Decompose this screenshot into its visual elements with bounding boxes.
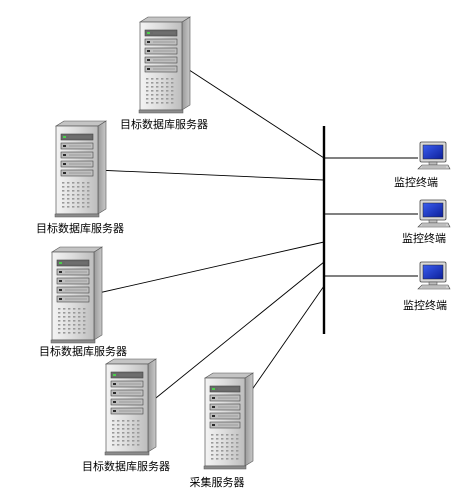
server-node-db1: 目标数据库服务器 <box>120 16 208 131</box>
link-db1 <box>179 63 325 159</box>
server-icon <box>104 358 158 456</box>
monitor-terminal-icon <box>417 261 451 290</box>
link-collector <box>241 285 325 405</box>
link-db4 <box>145 261 325 407</box>
terminal-node-t2: 监控终端 <box>402 199 451 245</box>
terminal-node-t3: 监控终端 <box>403 261 451 312</box>
server-label: 目标数据库服务器 <box>36 221 124 235</box>
server-icon <box>203 372 255 470</box>
terminal-label: 监控终端 <box>394 175 438 189</box>
server-node-db4: 目标数据库服务器 <box>82 358 170 473</box>
terminal-label: 监控终端 <box>402 231 446 245</box>
link-db3 <box>93 241 325 295</box>
monitor-terminal-icon <box>417 141 451 170</box>
terminal-label: 监控终端 <box>403 298 447 312</box>
links-layer <box>93 63 418 407</box>
server-icon <box>138 16 192 114</box>
monitor-terminal-icon <box>417 199 451 228</box>
server-node-collector: 采集服务器 <box>190 372 255 489</box>
server-icon <box>54 120 108 218</box>
server-label: 目标数据库服务器 <box>39 344 127 358</box>
server-node-db3: 目标数据库服务器 <box>39 246 127 358</box>
server-label: 目标数据库服务器 <box>120 117 208 131</box>
server-node-db2: 目标数据库服务器 <box>36 120 124 235</box>
server-label: 目标数据库服务器 <box>82 459 170 473</box>
terminal-node-t1: 监控终端 <box>394 141 451 189</box>
nodes-layer: 目标数据库服务器目标数据库服务器目标数据库服务器目标数据库服务器采集服务器监控终… <box>36 16 451 489</box>
link-db2 <box>95 169 325 181</box>
server-label: 采集服务器 <box>190 475 245 489</box>
server-icon <box>50 246 104 344</box>
